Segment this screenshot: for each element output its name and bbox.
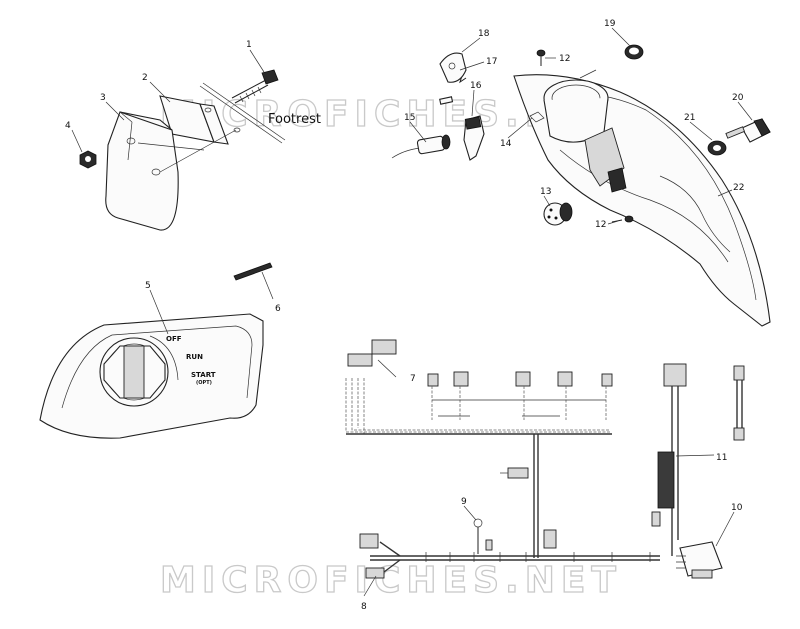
retaining-clip bbox=[529, 111, 545, 123]
callout-21: 21 bbox=[684, 113, 695, 123]
callout-17: 17 bbox=[486, 57, 497, 67]
connector-plug bbox=[543, 202, 573, 226]
footrest-pad bbox=[105, 111, 237, 231]
harness-end-connector bbox=[365, 567, 385, 579]
callout-15: 15 bbox=[404, 113, 415, 123]
switch-run-label: RUN bbox=[186, 353, 203, 361]
callout-22: 22 bbox=[733, 183, 744, 193]
callout-10: 10 bbox=[731, 503, 743, 513]
switch-start-label: START bbox=[191, 371, 216, 379]
switch-off-label: OFF bbox=[166, 335, 182, 343]
callout-9: 9 bbox=[461, 497, 467, 507]
harness-end-connector bbox=[359, 533, 379, 549]
nut bbox=[79, 150, 97, 169]
callout-12-top: 12 bbox=[559, 54, 570, 64]
callout-20: 20 bbox=[732, 93, 744, 103]
key-grommet bbox=[707, 140, 727, 156]
callout-4: 4 bbox=[65, 121, 71, 131]
callout-7: 7 bbox=[410, 374, 416, 384]
callout-13: 13 bbox=[540, 187, 551, 197]
footrest-assembly: Footrest bbox=[79, 69, 321, 231]
callout-19: 19 bbox=[604, 19, 616, 29]
harness-connectors-row bbox=[427, 371, 613, 387]
callout-18: 18 bbox=[478, 29, 490, 39]
screw-bottom bbox=[611, 215, 634, 223]
connector bbox=[347, 353, 373, 367]
wiring-harness bbox=[345, 339, 745, 579]
callout-5: 5 bbox=[145, 281, 151, 291]
ground-lead bbox=[473, 518, 493, 554]
decal-strip bbox=[233, 262, 274, 300]
callout-1: 1 bbox=[246, 40, 252, 50]
ignition-key bbox=[725, 118, 771, 143]
watermark-bottom: MICROFICHES.NET bbox=[160, 560, 622, 601]
callout-11: 11 bbox=[716, 453, 727, 463]
gauge-ring bbox=[624, 44, 644, 60]
bolt bbox=[231, 69, 279, 104]
callout-6: 6 bbox=[275, 304, 281, 314]
bulb-retainer bbox=[439, 52, 467, 83]
lamp-socket bbox=[391, 134, 451, 159]
leader-lines bbox=[71, 27, 753, 597]
footrest-block bbox=[159, 95, 241, 145]
callout-numbers: 1 2 3 4 5 6 7 8 9 10 11 12 12 13 14 15 1… bbox=[65, 19, 744, 612]
dash-cowl bbox=[513, 74, 771, 327]
harness-connector-large bbox=[663, 363, 687, 387]
callout-8: 8 bbox=[361, 602, 367, 612]
callout-2: 2 bbox=[142, 73, 148, 83]
footrest-label: Footrest bbox=[268, 112, 321, 127]
callout-12-bottom: 12 bbox=[595, 220, 606, 230]
callout-3: 3 bbox=[100, 93, 106, 103]
connector bbox=[371, 339, 397, 355]
footrest-reference-line bbox=[199, 85, 283, 144]
callout-16: 16 bbox=[470, 81, 482, 91]
mounting-bracket bbox=[439, 96, 485, 161]
callout-14: 14 bbox=[500, 139, 512, 149]
relay-module bbox=[676, 541, 723, 579]
screw-top bbox=[536, 49, 546, 66]
ignition-switch-panel: OFF RUN START (OPT) bbox=[39, 313, 264, 439]
switch-opt-label: (OPT) bbox=[196, 380, 212, 386]
